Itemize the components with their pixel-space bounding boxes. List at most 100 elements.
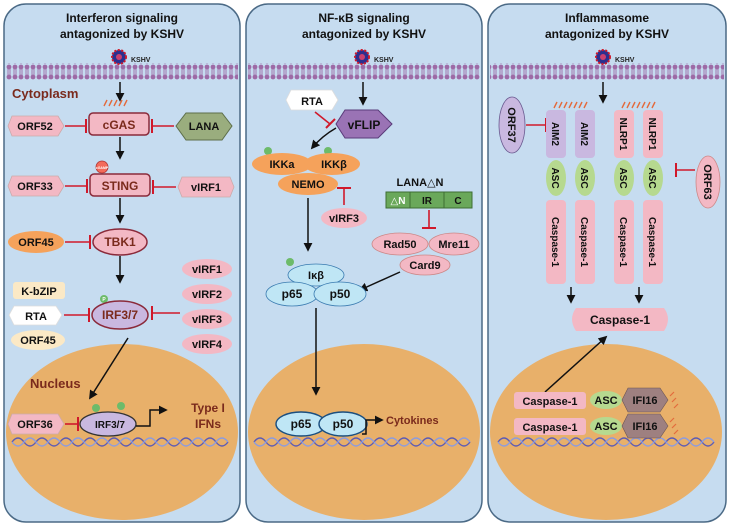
- panel-3-title-line1: Inflammasome: [565, 11, 649, 25]
- phospho-icon: [100, 295, 108, 303]
- tbk1-node: [92, 228, 148, 256]
- rta-label-a: RTA: [25, 311, 47, 323]
- nlrp1-label: NLRP1: [617, 118, 628, 151]
- dna-fragment-icon: [621, 101, 656, 109]
- cytokines-label: Cytokines: [386, 415, 439, 427]
- rad50-node: [371, 232, 429, 256]
- virf2-node: [182, 284, 232, 304]
- lana-label: LANA: [189, 121, 220, 133]
- panel-nfkb: NF-κB signaling antagonized by KSHV KSHV…: [245, 3, 483, 523]
- caspase1-column-label: Caspase-1: [549, 217, 560, 267]
- orf45-label-b: ORF45: [20, 335, 55, 347]
- orf37-label: ORF37: [505, 107, 517, 142]
- rta-label-b: RTA: [301, 96, 323, 108]
- asc-node: [614, 160, 634, 196]
- panel-interferon: Interferon signaling antagonized by KSHV…: [3, 3, 241, 523]
- virf3-node: [182, 309, 232, 329]
- nemo-label: NEMO: [292, 179, 325, 191]
- mre11-label: Mre11: [438, 239, 469, 251]
- mre11-node: [428, 232, 480, 256]
- vflip-label: vFLIP: [348, 118, 381, 132]
- orf33-label: ORF33: [17, 181, 52, 193]
- aim2-label: AIM2: [549, 122, 560, 146]
- ikkb-label: IKKβ: [321, 159, 347, 171]
- panel-2-membrane: [248, 63, 480, 80]
- orf45-node-b: [11, 330, 65, 350]
- nuclear-caspase1-node: [514, 418, 586, 435]
- ikb-label: Iκβ: [308, 270, 324, 282]
- nfkb-complex: Iκβ p65 p50: [265, 263, 367, 307]
- virus-icon: [354, 49, 370, 65]
- caspase1-column-label: Caspase-1: [617, 217, 628, 267]
- orf36-node: [7, 413, 65, 435]
- nlrp1-label: NLRP1: [646, 118, 657, 151]
- virf4-node: [182, 334, 232, 354]
- p50-label: p50: [330, 287, 351, 301]
- nuclear-asc-node: [590, 391, 622, 409]
- cgas-label: cGAS: [103, 118, 136, 132]
- orf52-node: [7, 115, 65, 137]
- lana-deltan-domains: △N IR C: [385, 191, 473, 209]
- asc-node: [575, 160, 595, 196]
- vflip-node: [335, 109, 393, 139]
- virus-label: KSHV: [131, 57, 151, 64]
- lana-seg-deltan: △N: [391, 196, 406, 207]
- type1-ifn-label-line2: IFNs: [195, 417, 221, 431]
- irf37-label: IRF3/7: [102, 308, 138, 322]
- dna-fragment-icon: [553, 101, 588, 109]
- sting-node: [89, 173, 151, 197]
- kbzip-node: [13, 282, 65, 299]
- caspase1-column-node: [643, 200, 663, 284]
- caspase1-column-label: Caspase-1: [578, 217, 589, 267]
- panel-2-title-line2: antagonized by KSHV: [302, 27, 426, 41]
- rad50-mre11-card9-complex: Rad50 Mre11 Card9: [371, 232, 480, 276]
- virf3-label-b: vIRF3: [329, 213, 359, 225]
- virf4-label: vIRF4: [192, 339, 223, 351]
- virus-icon: [595, 49, 611, 65]
- card9-label: Card9: [409, 260, 440, 272]
- card9-node: [399, 254, 451, 276]
- asc-label: ASC: [646, 167, 657, 188]
- nuclear-inflammasome-row-2: Caspase-1 ASC IFI16: [514, 413, 679, 439]
- ikkb-node: [304, 153, 360, 175]
- irf37-node: [91, 300, 149, 330]
- asc-label: ASC: [578, 167, 589, 188]
- ifi16-node: [621, 413, 669, 439]
- virus-label: KSHV: [615, 57, 635, 64]
- nucleus-label: Nucleus: [30, 376, 81, 391]
- ikka-node: [252, 153, 312, 175]
- ifi16-node: [621, 387, 669, 413]
- nemo-node: [278, 173, 338, 195]
- panel-3-membrane: [490, 63, 724, 80]
- virf2-label: vIRF2: [192, 289, 222, 301]
- orf37-node: [498, 96, 526, 154]
- lana-seg-c: C: [454, 196, 461, 207]
- virf-group: vIRF1 vIRF2 vIRF3 vIRF4: [182, 259, 232, 354]
- orf63-node: [695, 155, 721, 209]
- orf33-node: [7, 175, 65, 197]
- nuclear-caspase1-label: Caspase-1: [522, 396, 577, 408]
- panel-2-title-line1: NF-κB signaling: [318, 11, 409, 25]
- cgamp-icon: [95, 160, 109, 174]
- lana-deltan-title: LANA△N: [397, 177, 444, 189]
- caspase1-column-node: [614, 200, 634, 284]
- virf1-label-a: vIRF1: [191, 182, 221, 194]
- sting-label: STING: [102, 179, 139, 193]
- virf1-node-a: [177, 176, 235, 198]
- nuclear-inflammasome-row-1: Caspase-1 ASC IFI16: [514, 387, 679, 413]
- orf45-label-a: ORF45: [18, 237, 53, 249]
- panel-3-title-line2: antagonized by KSHV: [545, 27, 669, 41]
- p50-nuclear-node: [318, 411, 368, 437]
- panel-1-title-line2: antagonized by KSHV: [60, 27, 184, 41]
- cytoplasm-label: Cytoplasm: [12, 86, 78, 101]
- ifi16-label: IFI16: [632, 395, 657, 407]
- kbzip-label: K-bZIP: [21, 286, 56, 298]
- dna-helix-1: [11, 437, 229, 447]
- dna-fragment-icon: [103, 99, 128, 107]
- nuclear-caspase1-label: Caspase-1: [522, 422, 577, 434]
- inflammasome-columns: AIM2ASCCaspase-1AIM2ASCCaspase-1NLRP1ASC…: [546, 110, 663, 284]
- virf3-label: vIRF3: [192, 314, 222, 326]
- nuclear-asc-label: ASC: [594, 421, 617, 433]
- lana-seg-ir: IR: [422, 196, 433, 207]
